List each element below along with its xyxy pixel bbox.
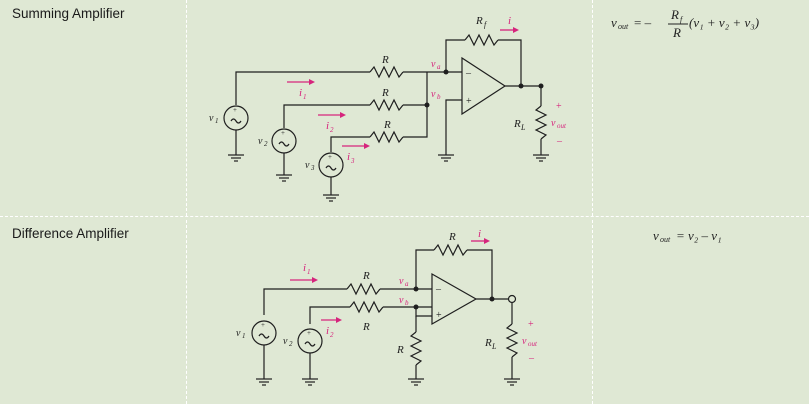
column-separator <box>592 220 593 404</box>
v3-label: v <box>305 160 310 171</box>
vb-sub: b <box>405 299 409 307</box>
v1-sub: 1 <box>215 117 219 125</box>
va-label: v <box>431 59 436 70</box>
i3-sub: 3 <box>350 157 355 165</box>
vout-plus: + <box>528 319 534 330</box>
opamp-minus: – <box>465 68 472 79</box>
r3-label: R <box>383 119 391 131</box>
i-label: i <box>508 15 511 27</box>
va-label: v <box>399 276 404 287</box>
v1-source-plus: + <box>233 106 237 114</box>
i1-label: i <box>303 262 306 274</box>
difference-amplifier-title: Difference Amplifier <box>12 226 129 241</box>
v2-sub: 2 <box>264 140 268 148</box>
rl-label: R <box>513 118 521 130</box>
i1-sub: 1 <box>303 93 307 101</box>
formula-eq: = – <box>634 15 652 30</box>
vout-label: v <box>522 336 527 347</box>
opamp-plus: + <box>436 310 442 321</box>
vb-label: v <box>431 89 436 100</box>
r2-label: R <box>381 87 389 99</box>
vout-sub: out <box>528 340 538 348</box>
v1-label: v <box>209 113 214 124</box>
v2-sub: 2 <box>289 340 293 348</box>
column-separator <box>592 0 593 216</box>
r3-label: R <box>396 344 404 356</box>
formula-lhs: v <box>611 15 617 30</box>
difference-amplifier-row: Difference Amplifier <box>0 220 809 404</box>
formula-num-sub: f <box>680 15 684 24</box>
v2-label: v <box>283 336 288 347</box>
i1-sub: 1 <box>307 268 311 276</box>
summing-amplifier-circuit: R R R R f i v a v b v 1 v 2 v 3 i 1 i 2 … <box>209 7 759 202</box>
i1-label: i <box>299 87 302 99</box>
vb-label: v <box>399 295 404 306</box>
formula-lhs-sub: out <box>618 22 629 31</box>
rl-sub: L <box>491 342 497 351</box>
r1-label: R <box>362 270 370 282</box>
v3-source-plus: + <box>328 153 332 161</box>
row-divider <box>0 216 809 217</box>
difference-amplifier-circuit: i 1 R R R R i v a v b i 2 v 1 v 2 – + R … <box>236 228 722 386</box>
opamp-minus: – <box>435 284 442 295</box>
v2-label: v <box>258 136 263 147</box>
column-separator <box>186 0 187 216</box>
formula-rhs: = v₂ – v₁ <box>676 228 722 243</box>
summing-amplifier-row: Summing Amplifier <box>12 0 759 216</box>
v2-source-plus: + <box>281 129 285 137</box>
summing-formula: v out = – R f R (v₁ + v₂ + v₃) <box>611 7 759 40</box>
i2-label: i <box>326 325 329 337</box>
r2-label: R <box>362 321 370 333</box>
formula-lhs: v <box>653 228 659 243</box>
i2-label: i <box>326 120 329 132</box>
opamp-plus: + <box>466 96 472 107</box>
v3-sub: 3 <box>310 164 315 172</box>
formula-den: R <box>672 25 681 40</box>
rl-label: R <box>484 337 492 349</box>
rl-sub: L <box>520 123 526 132</box>
difference-formula: v out = v₂ – v₁ <box>653 228 722 244</box>
formula-rhs: (v₁ + v₂ + v₃) <box>689 15 759 30</box>
formula-num: R <box>670 7 679 22</box>
rf-label: R <box>475 15 483 27</box>
i-label: i <box>478 228 481 240</box>
summing-amplifier-title: Summing Amplifier <box>12 6 125 21</box>
i2-sub: 2 <box>330 126 334 134</box>
vout-minus: – <box>528 353 535 364</box>
v1-label: v <box>236 328 241 339</box>
r1-label: R <box>381 54 389 66</box>
vout-label: v <box>551 118 556 129</box>
v1-source-plus: + <box>261 321 265 329</box>
rf-sub: f <box>484 20 488 29</box>
va-sub: a <box>405 280 409 288</box>
vout-minus: – <box>556 136 563 147</box>
vout-sub: out <box>557 122 567 130</box>
v2-source-plus: + <box>307 329 311 337</box>
i2-sub: 2 <box>330 331 334 339</box>
i3-label: i <box>347 151 350 163</box>
vout-plus: + <box>556 101 562 112</box>
va-sub: a <box>437 63 441 71</box>
rf-label: R <box>448 231 456 243</box>
v1-sub: 1 <box>242 332 246 340</box>
column-separator <box>186 220 187 404</box>
vb-sub: b <box>437 93 441 101</box>
formula-lhs-sub: out <box>660 235 671 244</box>
